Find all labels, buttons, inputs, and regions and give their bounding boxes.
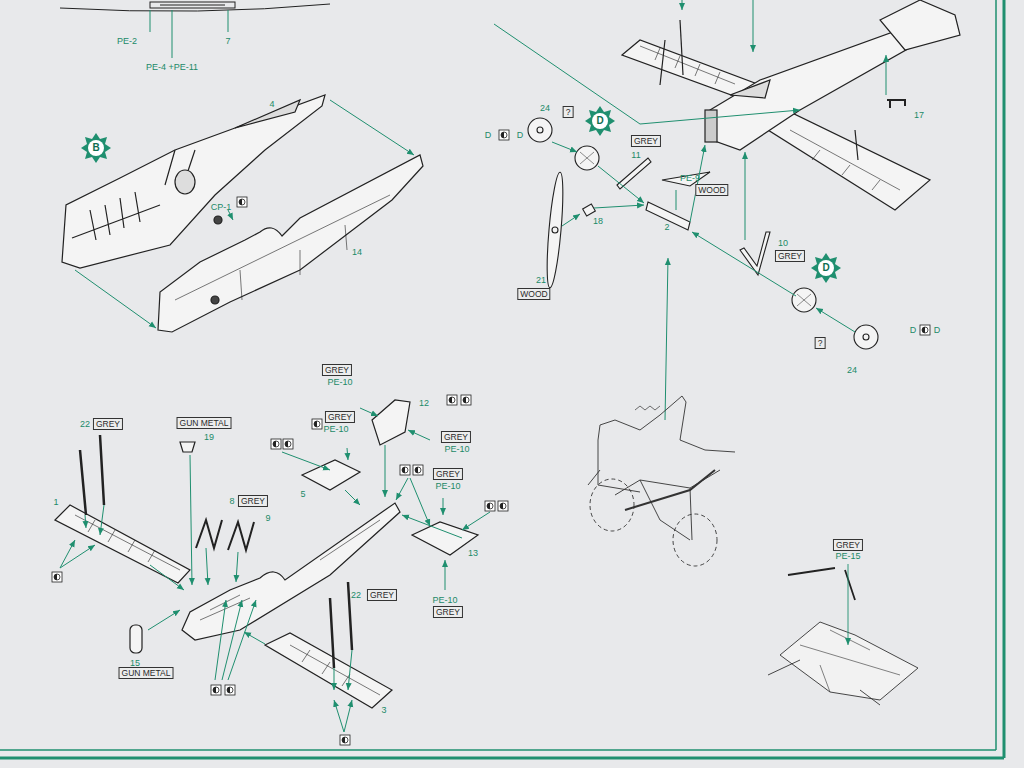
paint-color-name: GREY (634, 136, 658, 146)
paint-color-box: WOOD (695, 184, 728, 196)
callout-number: 19 (204, 432, 214, 442)
landing-gear-sketch (588, 396, 735, 566)
callout-number: 22 (80, 419, 90, 429)
undercarriage-parts (528, 118, 878, 349)
paint-color-name: GREY (778, 251, 802, 261)
callout-number: 3 (381, 705, 386, 715)
callout-number: 2 (664, 222, 669, 232)
callout-number: PE-4 +PE-11 (146, 62, 198, 72)
callout-number: D (517, 130, 524, 140)
paint-color-box: GREY (441, 431, 471, 443)
callout-number: PE-10 (327, 377, 352, 387)
step-letter: B (92, 143, 99, 153)
callout-number: CP-1 (211, 202, 232, 212)
callout-number: PE-10 (432, 595, 457, 605)
fuselage-wings-assembly (55, 400, 478, 708)
assembly-arrows (60, 408, 490, 732)
callout-number: PE-10 (323, 424, 348, 434)
paint-color-name: GREY (241, 496, 265, 506)
callout-number: 24 (540, 103, 550, 113)
callout-number: 9 (265, 513, 270, 523)
aircraft-assembly (622, 0, 960, 210)
paint-color-box: GUN METAL (119, 667, 174, 679)
previous-step-fragment (60, 2, 330, 58)
page-border (0, 0, 1004, 758)
callout-number: PE-15 (835, 551, 860, 561)
paint-color-box: GREY (367, 589, 397, 601)
callout-number: D (485, 130, 492, 140)
paint-color-name: GREY (836, 540, 860, 550)
paint-color-box: GREY (631, 135, 661, 147)
callout-number: D (934, 325, 941, 335)
callout-number: PE-2 (117, 36, 137, 46)
callout-number: PE-10 (435, 481, 460, 491)
callout-number: 13 (468, 548, 478, 558)
callout-number: PE-10 (444, 444, 469, 454)
paint-color-box: GREY (433, 606, 463, 618)
paint-color-box: GREY (325, 411, 355, 423)
paint-color-name: GUN METAL (180, 418, 229, 428)
paint-color-name: GREY (436, 607, 460, 617)
step-letter: D (822, 263, 829, 273)
paint-color-box: GREY (775, 250, 805, 262)
paint-color-name: GUN METAL (122, 668, 171, 678)
paint-color-box: GREY (238, 495, 268, 507)
callout-number: 15 (130, 658, 140, 668)
paint-color-name: GREY (436, 469, 460, 479)
paint-color-name: WOOD (520, 289, 547, 299)
fuselage-halves (62, 95, 423, 332)
paint-color-box: ? (563, 106, 574, 118)
paint-color-name: GREY (370, 590, 394, 600)
callout-number: 7 (225, 36, 230, 46)
assembly-arrows (494, 0, 886, 420)
paint-color-name: GREY (325, 365, 349, 375)
paint-color-name: GREY (444, 432, 468, 442)
paint-color-box: GREY (833, 539, 863, 551)
step-letter: D (596, 116, 603, 126)
tailplane-sketch (768, 564, 918, 705)
callout-number: 22 (351, 590, 361, 600)
assembly-arrows (75, 100, 414, 328)
callout-number: 17 (914, 110, 924, 120)
callout-number: 18 (593, 216, 603, 226)
callout-number: 24 (847, 365, 857, 375)
callout-number: 12 (419, 398, 429, 408)
callout-number: 14 (352, 247, 362, 257)
callout-number: PE-9 (680, 173, 700, 183)
callout-number: 4 (269, 99, 274, 109)
callout-number: 5 (300, 489, 305, 499)
paint-color-box: GUN METAL (177, 417, 232, 429)
paint-color-name: GREY (328, 412, 352, 422)
paint-color-box: GREY (322, 364, 352, 376)
callout-number: 1 (53, 497, 58, 507)
callout-number: 10 (778, 238, 788, 248)
paint-color-name: WOOD (698, 185, 725, 195)
paint-color-name: ? (818, 338, 823, 348)
callout-number: 11 (631, 150, 640, 160)
paint-color-box: ? (815, 337, 826, 349)
callout-number: D (910, 325, 917, 335)
paint-color-name: ? (566, 107, 571, 117)
paint-color-box: GREY (93, 418, 123, 430)
paint-color-name: GREY (96, 419, 120, 429)
callout-number: 21 (536, 275, 546, 285)
paint-color-box: GREY (433, 468, 463, 480)
callout-number: 8 (229, 496, 234, 506)
paint-color-box: WOOD (517, 288, 550, 300)
